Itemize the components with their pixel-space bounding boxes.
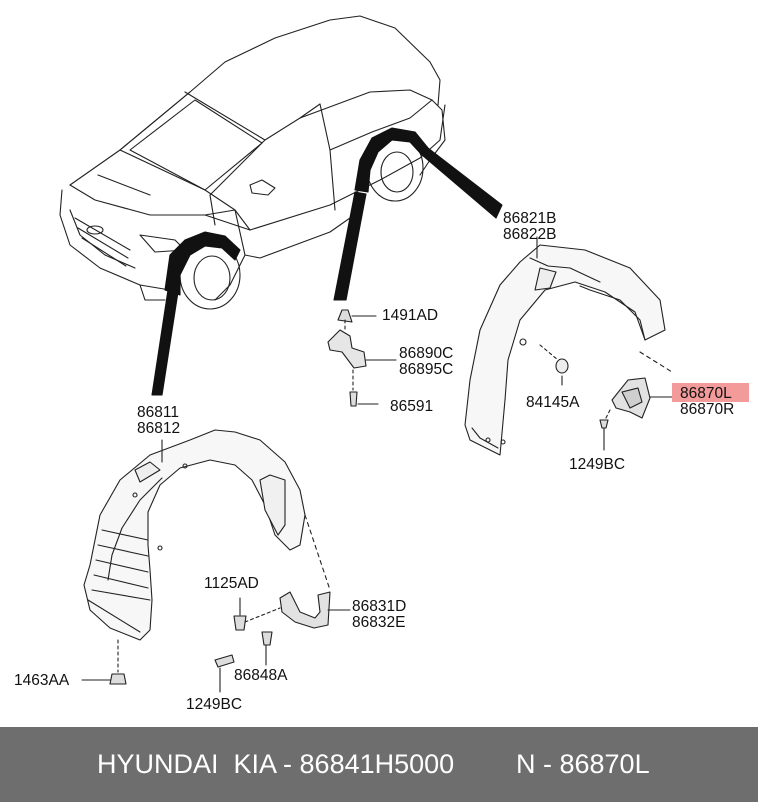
label-86832E: 86832E [352, 614, 406, 631]
label-1249BC-left: 1249BC [186, 696, 243, 713]
label-86812: 86812 [137, 420, 181, 437]
highlight-86870L [672, 383, 749, 402]
footer-bar: HYUNDAI KIA - 86841H5000 N - 86870L [0, 727, 758, 802]
label-86870L: 86870L [680, 385, 732, 402]
rear-wheel-liner [464, 236, 673, 456]
label-86822B: 86822B [503, 226, 557, 243]
label-1491AD: 1491AD [382, 307, 439, 324]
label-86811: 86811 [137, 404, 179, 421]
footer-brand-text: HYUNDAI KIA - 86841H5000 [97, 749, 455, 779]
mud-guard-left [214, 591, 351, 693]
label-86831D: 86831D [352, 598, 407, 615]
parts-diagram [59, 15, 675, 693]
label-1249BC-right: 1249BC [569, 456, 626, 473]
bracket-group [327, 309, 397, 407]
label-1125AD: 1125AD [204, 575, 259, 592]
front-wheel-liner [81, 429, 331, 685]
label-84145A: 84145A [526, 394, 580, 411]
mud-guard-right [599, 377, 675, 451]
car-illustration [59, 15, 446, 310]
label-86870R: 86870R [680, 401, 735, 418]
footer-part-text: N - 86870L [516, 749, 650, 779]
label-86890C: 86890C [399, 345, 454, 362]
label-86591: 86591 [390, 398, 434, 415]
label-86821B: 86821B [503, 210, 557, 227]
label-86895C: 86895C [399, 361, 454, 378]
label-86848A: 86848A [234, 667, 288, 684]
label-1463AA: 1463AA [14, 672, 70, 689]
